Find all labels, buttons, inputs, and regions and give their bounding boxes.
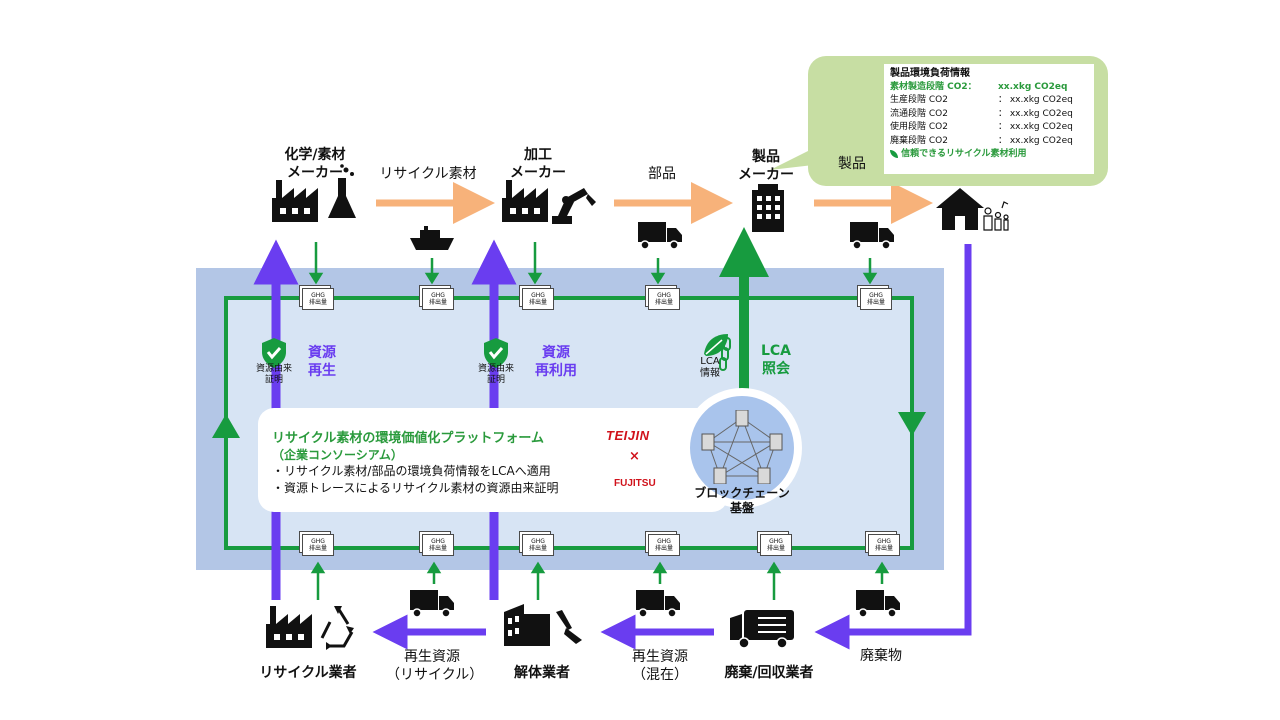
loop-arrow-down [898,412,926,436]
info-row-value: ： xx.xkg CO2eq [998,108,1073,119]
lca-info-label: LCA 情報 [700,356,720,379]
cert-label-2: 資源由来 証明 [477,364,514,385]
ghg-badge: GHG 排出量 [522,534,554,556]
flow-waste: 廃棄物 [860,648,902,664]
truck-icon [855,589,901,618]
info-row-label: 流通段階 CO2 [890,108,948,119]
blockchain-label: ブロックチェーン 基盤 [694,486,790,515]
product-label: 製品 [838,156,866,172]
leaf-icon [890,149,898,158]
info-row-label: 廃棄段階 CO2 [890,135,948,146]
teijin-logo: TEIJIN [606,428,650,443]
garbage-truck-icon [730,610,794,649]
ghg-badge: GHG 排出量 [302,288,334,310]
building-icon [752,184,784,232]
ghg-badge: GHG 排出量 [648,534,680,556]
flow-recycled-resource-mixed: 再生資源 （混在） [632,649,688,683]
ghg-badge: GHG 排出量 [860,288,892,310]
ghg-badge: GHG 排出量 [868,534,900,556]
platform-card [258,408,728,512]
actor-recycler: リサイクル業者 [259,665,357,681]
fujitsu-logo: FUJITSU [614,478,656,489]
info-title: 製品環境負荷情報 [890,68,970,79]
ship-icon [410,226,454,250]
shield-check-icon [484,338,508,368]
info-row-value: xx.xkg CO2eq [998,81,1068,92]
robot-arm-icon [552,188,596,224]
ghg-badge: GHG 排出量 [760,534,792,556]
info-row: 廃棄段階 CO2 ： xx.xkg CO2eq [890,135,1088,149]
info-row-label: 素材製造段階 CO2： [890,81,977,92]
platform-bullet-1: ・リサイクル素材/部品の環境負荷情報をLCAへ適用 [272,464,551,478]
product-info-box: 製品環境負荷情報 素材製造段階 CO2： xx.xkg CO2eq 生産段階 CO2… [884,64,1094,174]
platform-bullet-2: ・資源トレースによるリサイクル素材の資源由来証明 [272,481,559,495]
resource-regen-label: 資源 再生 [308,345,336,379]
info-rows: 素材製造段階 CO2： xx.xkg CO2eq 生産段階 CO2 ： xx.xkg … [890,81,1088,149]
excavator-icon [556,610,582,644]
cert-label-1: 資源由来 証明 [255,364,292,385]
info-row: 流通段階 CO2 ： xx.xkg CO2eq [890,108,1088,122]
actor-product-maker: 製品 メーカー [738,149,794,183]
actor-chem: 化学/素材 メーカー [284,147,346,181]
factory-icon [266,606,312,648]
info-row-value: ： xx.xkg CO2eq [998,135,1073,146]
info-row: 生産段階 CO2 ： xx.xkg CO2eq [890,94,1088,108]
shield-check-icon [262,338,286,368]
loop-arrow-up [212,414,240,438]
bubble-tail [770,140,830,170]
info-row-value: ： xx.xkg CO2eq [998,122,1073,132]
trusted-note-text: 信頼できるリサイクル素材利用 [901,149,1027,159]
info-row-label: 生産段階 CO2 [890,95,948,105]
info-row: 使用段階 CO2 ： xx.xkg CO2eq [890,121,1088,135]
network-icon [701,410,783,484]
ghg-badge: GHG 排出量 [302,534,334,556]
recycle-icon [320,606,354,650]
actor-waste-collector: 廃棄/回収業者 [724,665,814,681]
dismantle-building-icon [504,604,550,646]
trusted-note: 信頼できるリサイクル素材利用 [890,148,1088,162]
truck-icon [409,589,455,618]
ghg-badge: GHG 排出量 [422,288,454,310]
ghg-badge: GHG 排出量 [522,288,554,310]
truck-icon [635,589,681,618]
actor-dismantler: 解体業者 [514,665,570,681]
ghg-badge: GHG 排出量 [648,288,680,310]
info-row-label: 使用段階 CO2 [890,122,948,132]
resource-reuse-label: 資源 再利用 [535,345,577,379]
truck-icon [637,221,683,250]
flow-parts: 部品 [648,166,676,182]
actor-processor: 加工 メーカー [510,147,566,181]
ghg-badge: GHG 排出量 [422,534,454,556]
cross-mark: × [629,449,640,464]
lca-query-label: LCA 照会 [760,343,792,377]
flow-recycled-material: リサイクル素材 [379,166,477,182]
info-row: 素材製造段階 CO2： xx.xkg CO2eq [890,81,1088,95]
flow-recycled-resource-recycle: 再生資源 （リサイクル） [386,649,484,683]
family-icon [983,201,1009,231]
house-icon [936,188,984,230]
factory-icon [502,180,548,222]
platform-subtitle: （企業コンソーシアム） [272,448,403,462]
chain-icon [719,337,731,371]
flask-icon [328,164,356,218]
leaf-icon [704,334,728,356]
truck-icon [849,221,895,250]
factory-icon [272,180,318,222]
platform-title: リサイクル素材の環境価値化プラットフォーム [272,431,544,446]
info-row-value: ： xx.xkg CO2eq [998,95,1073,105]
